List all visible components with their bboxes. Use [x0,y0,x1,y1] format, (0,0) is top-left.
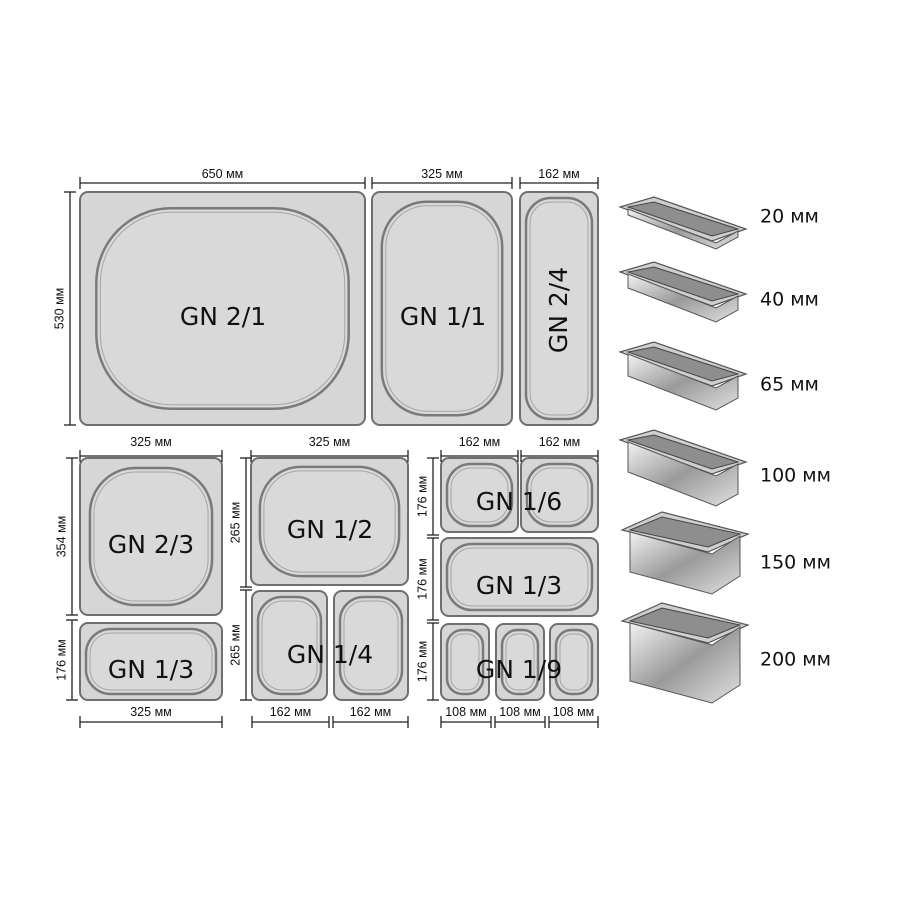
dimension-label: 176 мм [54,639,68,681]
dimension-v-176-c: 176 мм [415,537,439,621]
pan-label-gn-1-1: GN 1/1 [400,302,486,331]
gn-1-3-right-pan [440,537,599,617]
pan-depth-illustration-3 [618,341,748,411]
dimension-label: 162 мм [459,435,501,449]
dimension-label: 108 мм [499,705,541,719]
dimension-r2-325-a: 325 мм [79,435,223,462]
depth-label: 20 мм [760,206,819,228]
dimension-v-354: 354 мм [54,457,78,616]
dimension-v-265-a: 265 мм [228,457,252,588]
pan-label-gn-2-4: GN 2/4 [544,267,573,353]
dimension-v-265-b: 265 мм [228,589,252,701]
depth-label: 200 мм [760,649,831,671]
dimension-label: 530 мм [52,288,66,330]
dimension-top-650: 650 мм [79,167,366,189]
dimension-label: 265 мм [228,502,242,544]
dimension-bottom-108-a: 108 мм [440,705,492,728]
dimension-label: 108 мм [445,705,487,719]
dimension-label: 162 мм [539,435,581,449]
pan-label-gn-1-3-left: GN 1/3 [108,655,194,684]
gn-1-9-pan-c [549,623,599,701]
gn-2-3-pan [79,457,223,616]
dimension-label: 162 мм [270,705,312,719]
depth-label: 150 мм [760,552,831,574]
gn-1-9-pan-a [440,623,490,701]
dimension-label: 325 мм [130,705,172,719]
dimension-label: 162 мм [350,705,392,719]
pan-label-gn-1-2: GN 1/2 [287,515,373,544]
dimension-label: 176 мм [415,641,429,683]
pan-label-gn-1-6: GN 1/6 [476,487,562,516]
pan-depth-illustration-4 [618,429,748,507]
dimension-top-162: 162 мм [519,167,599,189]
pan-label-gn-2-1: GN 2/1 [180,302,266,331]
dimension-label: 325 мм [421,167,463,181]
dimension-label: 354 мм [54,516,68,558]
dimension-left-530: 530 мм [52,191,76,426]
depth-label: 100 мм [760,465,831,487]
dimension-r2-325-b: 325 мм [250,435,409,462]
gn-1-9-pan-b [495,623,545,701]
pan-label-gn-2-3: GN 2/3 [108,530,194,559]
depth-label: 65 мм [760,374,819,396]
dimension-bottom-162-b: 162 мм [332,705,409,728]
pan-label-gn-1-4: GN 1/4 [287,640,373,669]
gn-1-1-pan [371,191,513,426]
dimension-label: 265 мм [228,624,242,666]
dimension-v-176-b: 176 мм [415,457,439,536]
gn-1-6-pan-a [440,457,519,533]
dimension-label: 325 мм [130,435,172,449]
dimension-label: 108 мм [553,705,595,719]
pan-depth-illustration-2 [618,261,748,323]
dimension-bottom-108-b: 108 мм [494,705,546,728]
gn-1-4-pan-a [251,590,328,701]
dimension-label: 162 мм [538,167,580,181]
dimension-bottom-108-c: 108 мм [548,705,599,728]
dimension-bottom-162-a: 162 мм [251,705,330,728]
dimension-v-176-d: 176 мм [415,622,439,701]
dimension-label: 176 мм [415,558,429,600]
depth-label: 40 мм [760,289,819,311]
pan-depth-illustration-6 [620,602,750,704]
pan-depth-illustration-5 [620,511,750,595]
dimension-top-325: 325 мм [371,167,513,189]
dimension-v-176-a: 176 мм [54,619,78,701]
gn-1-4-pan-b [333,590,409,701]
dimension-r2-162-a: 162 мм [440,435,519,462]
pan-label-gn-1-3-right: GN 1/3 [476,571,562,600]
dimension-label: 325 мм [309,435,351,449]
dimension-bottom-325: 325 мм [79,705,223,728]
dimension-label: 650 мм [202,167,244,181]
gn-2-4-pan [519,191,599,426]
pan-label-gn-1-9: GN 1/9 [476,655,562,684]
pan-depth-illustration-1 [618,196,748,250]
dimension-r2-162-b: 162 мм [520,435,599,462]
gn-1-3-left-pan [79,622,223,701]
gn-2-1-pan [79,191,366,426]
gn-1-6-pan-b [520,457,599,533]
gn-1-2-pan [250,457,409,586]
dimension-label: 176 мм [415,476,429,518]
